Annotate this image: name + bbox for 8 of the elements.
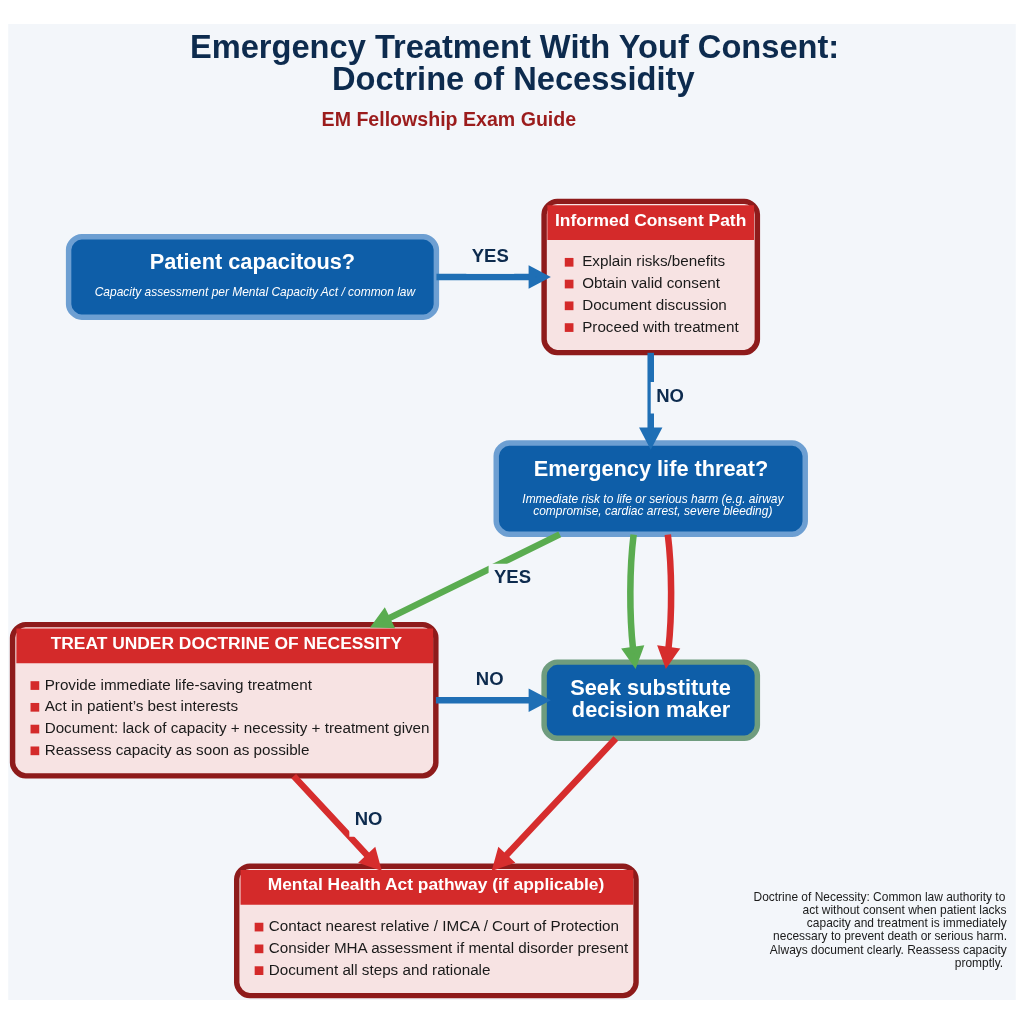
edge-label: YES (494, 566, 532, 588)
edge-label: NO (656, 384, 684, 406)
edge-label: YES (471, 244, 509, 266)
label: Doctrine of Necessity: Common law authority to act without consent when patient lacks capacity and treatment is immediately necessary to prevent death or serious harm. Always document clearly. Reassess capacity promptly. (753, 890, 1008, 970)
edge-label: NO (475, 668, 504, 690)
diagram-title: Emergency Treatment With Youf Consent: Doctrine of Necessidity (189, 27, 840, 98)
edge-label: NO (354, 807, 383, 829)
label: EM Fellowship Exam Guide (321, 107, 577, 130)
